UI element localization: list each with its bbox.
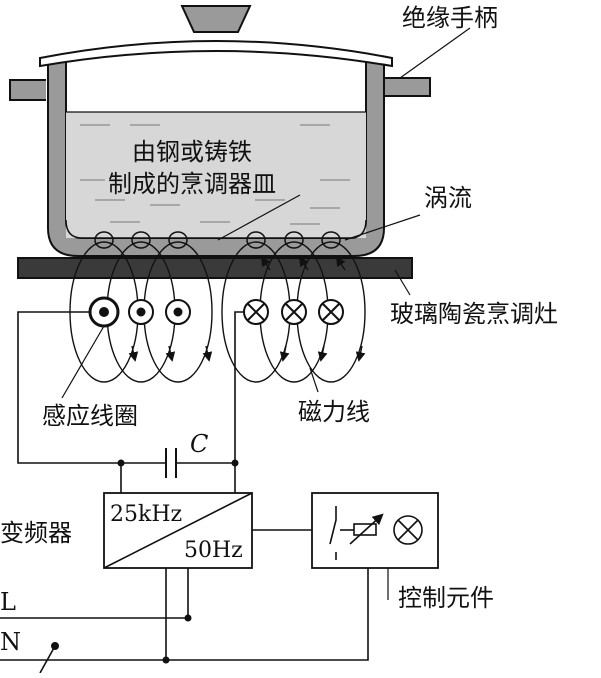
lid <box>39 40 393 68</box>
eddy-current-label: 涡流 <box>424 184 472 212</box>
circle-dot-icon <box>165 299 191 325</box>
control-element-box <box>311 492 439 569</box>
eddy-current-loops <box>94 231 341 249</box>
circle-cross-icon <box>318 299 344 325</box>
insulated-handle-label: 绝缘手柄 <box>402 4 498 32</box>
lamp-cross-icon <box>393 515 423 545</box>
line-N-label: N <box>0 628 21 656</box>
leader-lines <box>61 27 471 600</box>
switch-icon <box>329 506 337 560</box>
circle-cross-icon <box>243 299 269 325</box>
left-handle <box>9 79 46 101</box>
magnetic-lines-label: 磁力线 <box>298 398 370 426</box>
right-handle <box>376 77 431 97</box>
induction-coil-label: 感应线圈 <box>42 402 138 430</box>
circle-cross-icon <box>281 299 307 325</box>
water <box>66 112 366 238</box>
cookware-label-line1: 由钢或铸铁 <box>132 138 252 166</box>
cooktop-label: 玻璃陶瓷烹调灶 <box>390 300 558 328</box>
pot <box>9 5 431 257</box>
freq-low-label: 50Hz <box>184 538 243 563</box>
control-element-label: 控制元件 <box>398 584 494 612</box>
junction-dots <box>51 459 239 664</box>
variable-resistor-icon <box>340 513 384 545</box>
circle-dot-icon <box>88 296 120 328</box>
water-ripples <box>80 124 350 225</box>
induction-coil-conductors <box>88 296 344 328</box>
line-L-label: L <box>0 588 16 616</box>
frequency-converter-label: 变频器 <box>0 519 72 547</box>
circle-dot-icon <box>128 299 154 325</box>
capacitor-label: C <box>190 430 208 458</box>
cookware-label-line2: 制成的烹调器皿 <box>108 170 276 198</box>
lid-knob <box>180 5 252 33</box>
frequency-converter-box <box>103 492 253 569</box>
freq-high-label: 25kHz <box>110 502 182 527</box>
